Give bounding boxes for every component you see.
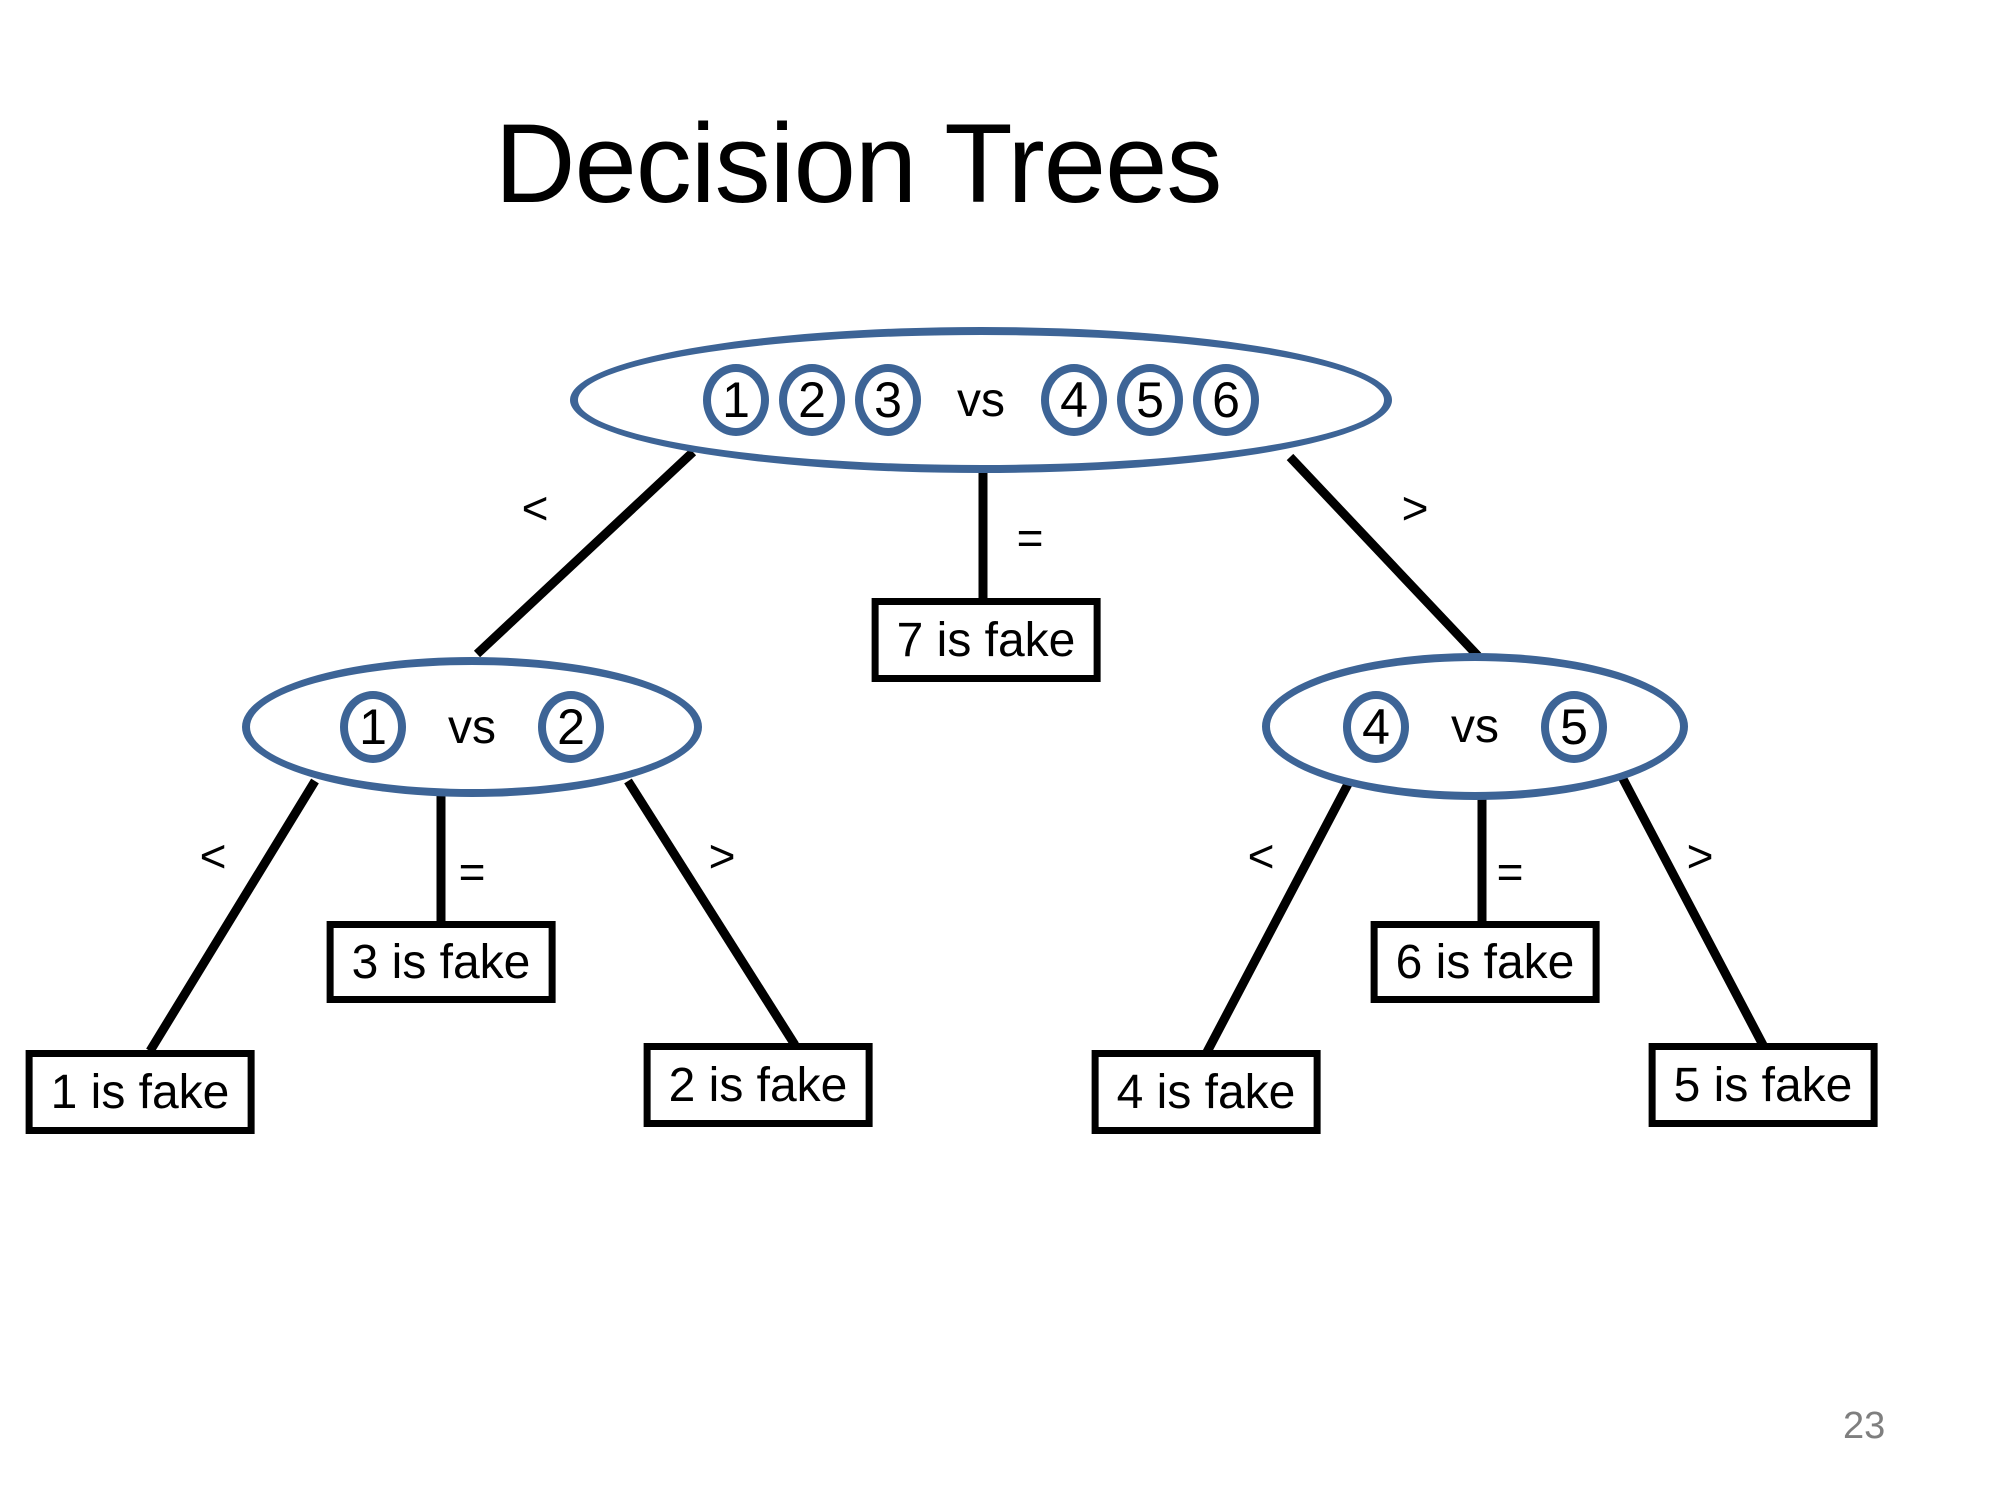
coin-1-circle: 1 (340, 691, 406, 763)
leaf-5-is-fake: 5 is fake (1648, 1043, 1878, 1127)
root-right-coin-group: 4 5 6 (1041, 364, 1259, 436)
root-equal-label: = (1016, 512, 1044, 564)
edge-root-less (473, 448, 697, 658)
left-greater-label: > (708, 830, 736, 882)
edge-root-greater (1286, 453, 1482, 660)
right-subtree-node: 4 vs 5 (1262, 653, 1688, 800)
root-vs-label: vs (957, 373, 1005, 427)
coin-1-circle: 1 (703, 364, 769, 436)
left-equal-label: = (458, 846, 486, 898)
leaf-2-is-fake: 2 is fake (643, 1043, 873, 1127)
coin-4-circle: 4 (1343, 690, 1409, 763)
root-node: 1 2 3 vs 4 5 6 (570, 327, 1392, 473)
leaf-3-is-fake: 3 is fake (326, 921, 556, 1003)
edge-left-less (146, 778, 319, 1054)
root-greater-label: > (1401, 482, 1429, 534)
left-less-label: < (199, 830, 227, 882)
coin-3-circle: 3 (855, 364, 921, 436)
page-number: 23 (1843, 1405, 1886, 1447)
leaf-4-is-fake: 4 is fake (1091, 1050, 1321, 1134)
left-subtree-vs-label: vs (448, 700, 496, 754)
edge-right-greater (1618, 774, 1767, 1048)
right-subtree-vs-label: vs (1451, 700, 1499, 753)
edge-right-less (1203, 781, 1352, 1055)
root-less-label: < (521, 482, 549, 534)
coin-5-circle: 5 (1117, 364, 1183, 436)
coin-6-circle: 6 (1193, 364, 1259, 436)
slide-title: Decision Trees (494, 101, 1223, 226)
right-less-label: < (1247, 830, 1275, 882)
left-subtree-node: 1 vs 2 (242, 657, 702, 797)
edge-left-greater (624, 778, 799, 1048)
right-equal-label: = (1496, 846, 1524, 898)
coin-2-circle: 2 (779, 364, 845, 436)
root-left-coin-group: 1 2 3 (703, 364, 921, 436)
coin-4-circle: 4 (1041, 364, 1107, 436)
right-greater-label: > (1686, 830, 1714, 882)
coin-2-circle: 2 (538, 691, 604, 763)
leaf-6-is-fake: 6 is fake (1370, 921, 1600, 1003)
coin-5-circle: 5 (1541, 690, 1607, 763)
leaf-1-is-fake: 1 is fake (25, 1050, 255, 1134)
leaf-7-is-fake: 7 is fake (871, 598, 1101, 682)
